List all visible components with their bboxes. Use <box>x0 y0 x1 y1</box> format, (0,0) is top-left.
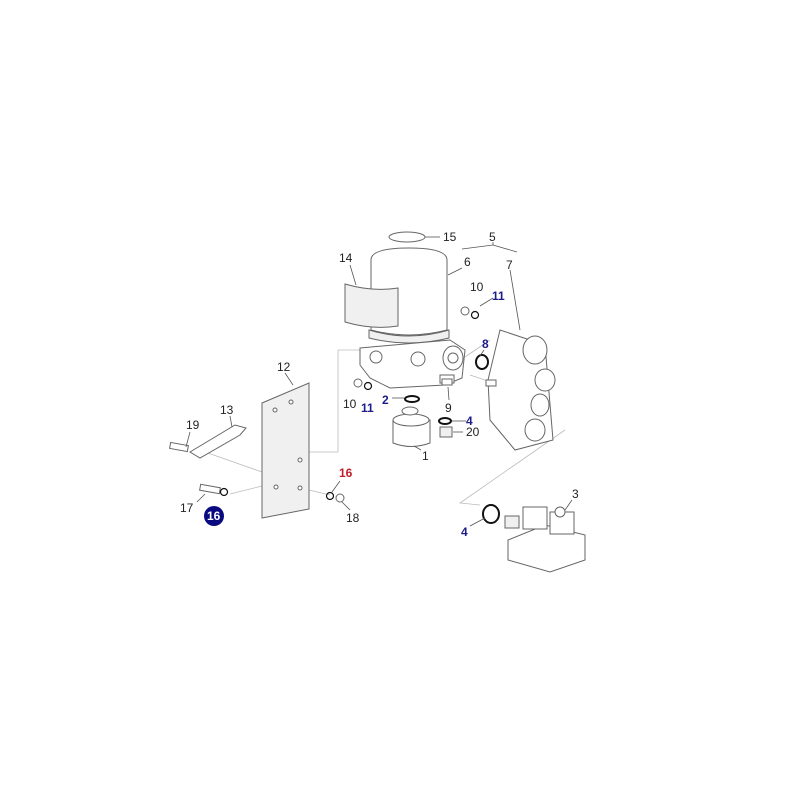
washer-11[interactable] <box>470 310 480 320</box>
highlight-badge <box>204 506 224 526</box>
gasket-15[interactable] <box>388 231 426 243</box>
callout-4-lower[interactable]: 4 <box>461 525 468 539</box>
washer-16[interactable] <box>219 487 229 497</box>
strap-13[interactable] <box>189 424 247 459</box>
mounting-plate-12[interactable] <box>261 382 310 519</box>
callout-10[interactable]: 10 <box>470 280 484 294</box>
callout-20[interactable]: 20 <box>466 425 480 439</box>
nut-18[interactable] <box>335 493 345 503</box>
o-ring-4-lower[interactable] <box>482 504 500 524</box>
leader-lines <box>185 236 573 527</box>
callout-11[interactable]: 11 <box>492 289 505 303</box>
callout-labels: 15 5 14 6 7 10 11 8 12 13 19 10 11 2 9 4… <box>180 230 579 539</box>
bolt-19[interactable] <box>169 441 189 453</box>
callout-5[interactable]: 5 <box>489 230 496 244</box>
callout-7[interactable]: 7 <box>506 258 513 272</box>
callout-3[interactable]: 3 <box>572 487 579 501</box>
label-sheet-14[interactable] <box>344 283 399 328</box>
callout-14[interactable]: 14 <box>339 251 353 265</box>
cartridge-cup-1[interactable] <box>392 406 431 447</box>
callout-16-red[interactable]: 16 <box>339 466 353 480</box>
callout-18[interactable]: 18 <box>346 511 360 525</box>
callout-15[interactable]: 15 <box>443 230 457 244</box>
callout-4[interactable]: 4 <box>466 414 473 428</box>
callout-8[interactable]: 8 <box>482 337 489 351</box>
valve-assembly-7[interactable] <box>485 329 556 451</box>
callout-13[interactable]: 13 <box>220 403 234 417</box>
callout-11-lower[interactable]: 11 <box>361 401 374 415</box>
o-ring-8[interactable] <box>475 354 489 370</box>
bolt-17[interactable] <box>199 483 221 495</box>
callout-9[interactable]: 9 <box>445 401 452 415</box>
callout-6[interactable]: 6 <box>464 255 471 269</box>
callout-1[interactable]: 1 <box>422 449 429 463</box>
callout-19[interactable]: 19 <box>186 418 200 432</box>
callout-10-lower[interactable]: 10 <box>343 397 357 411</box>
callout-17[interactable]: 17 <box>180 501 194 515</box>
washer-16-right[interactable] <box>325 491 335 501</box>
o-ring-2[interactable] <box>404 395 420 403</box>
washer-11-lower[interactable] <box>363 381 373 391</box>
dryer-housing[interactable] <box>359 339 466 389</box>
o-ring-4[interactable] <box>438 417 452 425</box>
plug-20[interactable] <box>439 426 453 438</box>
bracket-9[interactable] <box>441 378 453 386</box>
callout-2[interactable]: 2 <box>382 393 389 407</box>
nut-10[interactable] <box>460 306 470 316</box>
callout-12[interactable]: 12 <box>277 360 291 374</box>
callout-16-highlighted[interactable]: 16 <box>207 509 221 523</box>
solenoid-valve-3[interactable] <box>504 506 586 573</box>
nut-10-lower[interactable] <box>353 378 363 388</box>
